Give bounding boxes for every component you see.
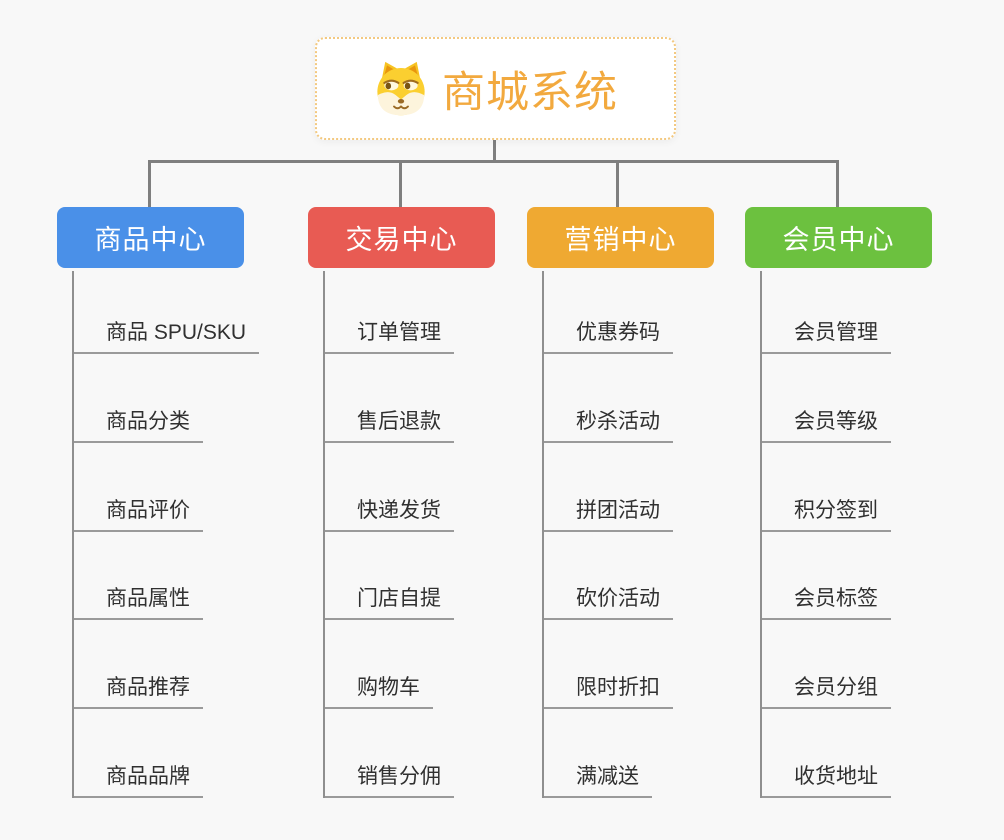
child-row: 商品 SPU/SKU [74,271,260,354]
child-row: 收货地址 [762,709,891,798]
child-topic[interactable]: 优惠券码 [544,316,673,354]
child-row: 会员分组 [762,620,891,710]
branch-children-trade: 订单管理 售后退款 快递发货 门店自提 购物车 销售分佣 [323,271,454,798]
branch-node-marketing[interactable]: 营销中心 [527,207,714,268]
branch-node-trade[interactable]: 交易中心 [308,207,495,268]
branch-marketing-center: 营销中心 优惠券码 秒杀活动 拼团活动 砍价活动 限时折扣 满减送 [527,207,767,798]
child-row: 商品推荐 [74,620,259,710]
dog-face-icon [377,61,425,115]
child-row: 销售分佣 [325,709,454,798]
child-topic[interactable]: 积分签到 [762,494,891,532]
child-topic[interactable]: 订单管理 [325,316,454,354]
child-row: 满减送 [544,709,673,798]
child-topic[interactable]: 会员等级 [762,405,891,443]
child-topic[interactable]: 售后退款 [325,405,454,443]
connector-drop-member [836,160,839,208]
child-row: 商品属性 [74,532,259,621]
child-topic[interactable]: 会员管理 [762,316,891,354]
child-topic[interactable]: 商品属性 [74,582,203,621]
child-row: 快递发货 [325,443,454,532]
branch-node-member[interactable]: 会员中心 [745,207,932,268]
branch-trade-center: 交易中心 订单管理 售后退款 快递发货 门店自提 购物车 销售分佣 [308,207,548,798]
child-row: 会员等级 [762,354,891,443]
child-row: 商品品牌 [74,709,259,798]
child-topic[interactable]: 会员标签 [762,582,891,621]
branch-children-marketing: 优惠券码 秒杀活动 拼团活动 砍价活动 限时折扣 满减送 [542,271,673,798]
child-row: 会员管理 [762,271,891,354]
child-topic[interactable]: 快递发货 [325,494,454,532]
child-topic[interactable]: 商品推荐 [74,671,203,710]
child-topic[interactable]: 拼团活动 [544,494,673,532]
connector-drop-trade [399,160,402,208]
connector-root-stub [493,140,496,162]
connector-drop-marketing [616,160,619,208]
child-topic[interactable]: 收货地址 [762,760,891,798]
child-row: 售后退款 [325,354,454,443]
child-row: 订单管理 [325,271,454,354]
child-row: 优惠券码 [544,271,673,354]
connector-drop-product [148,160,151,208]
child-row: 会员标签 [762,532,891,621]
child-row: 购物车 [325,620,454,710]
child-topic[interactable]: 砍价活动 [544,582,673,621]
child-row: 秒杀活动 [544,354,673,443]
child-topic[interactable]: 购物车 [325,671,433,710]
child-row: 拼团活动 [544,443,673,532]
child-topic[interactable]: 满减送 [544,760,652,798]
child-row: 限时折扣 [544,620,673,710]
child-topic[interactable]: 商品 SPU/SKU [74,316,260,354]
child-topic[interactable]: 会员分组 [762,671,891,710]
branch-node-product[interactable]: 商品中心 [57,207,244,268]
connector-horizontal [148,160,839,163]
root-title: 商城系统 [442,68,618,117]
child-topic[interactable]: 门店自提 [325,582,454,621]
child-row: 砍价活动 [544,532,673,621]
child-topic[interactable]: 商品分类 [74,405,203,443]
child-topic[interactable]: 销售分佣 [325,760,454,798]
root-node[interactable]: 商城系统 [315,37,676,140]
branch-member-center: 会员中心 会员管理 会员等级 积分签到 会员标签 会员分组 收货地址 [745,207,985,798]
child-row: 商品评价 [74,443,259,532]
child-topic[interactable]: 商品品牌 [74,760,203,798]
child-row: 商品分类 [74,354,259,443]
child-row: 门店自提 [325,532,454,621]
branch-children-member: 会员管理 会员等级 积分签到 会员标签 会员分组 收货地址 [760,271,891,798]
child-topic[interactable]: 商品评价 [74,494,203,532]
child-topic[interactable]: 限时折扣 [544,671,673,710]
child-topic[interactable]: 秒杀活动 [544,405,673,443]
branch-product-center: 商品中心 商品 SPU/SKU 商品分类 商品评价 商品属性 商品推荐 商品品牌 [57,207,297,798]
child-row: 积分签到 [762,443,891,532]
branch-children-product: 商品 SPU/SKU 商品分类 商品评价 商品属性 商品推荐 商品品牌 [72,271,260,798]
